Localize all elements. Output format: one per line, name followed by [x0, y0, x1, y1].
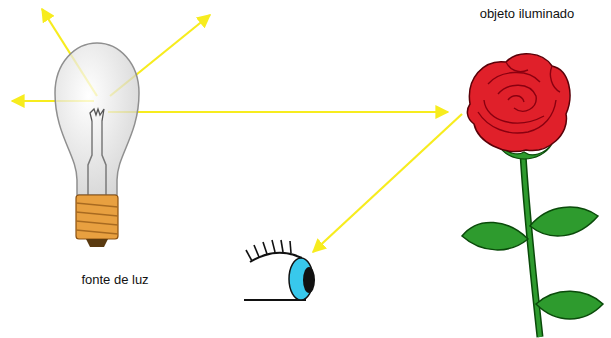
rose-object-art [448, 4, 606, 338]
node-label: fonte de luz [78, 272, 151, 288]
reflected-ray [313, 114, 462, 252]
light-bulb-source-art [50, 15, 180, 290]
light-ray-connector [180, 111, 448, 113]
light-rays [12, 9, 462, 252]
eye-symbol [244, 240, 315, 300]
light-bulb-source: fonte de luz [50, 15, 180, 290]
rose-object: objeto iluminado [448, 4, 606, 338]
node-label: objeto iluminado [477, 6, 578, 22]
